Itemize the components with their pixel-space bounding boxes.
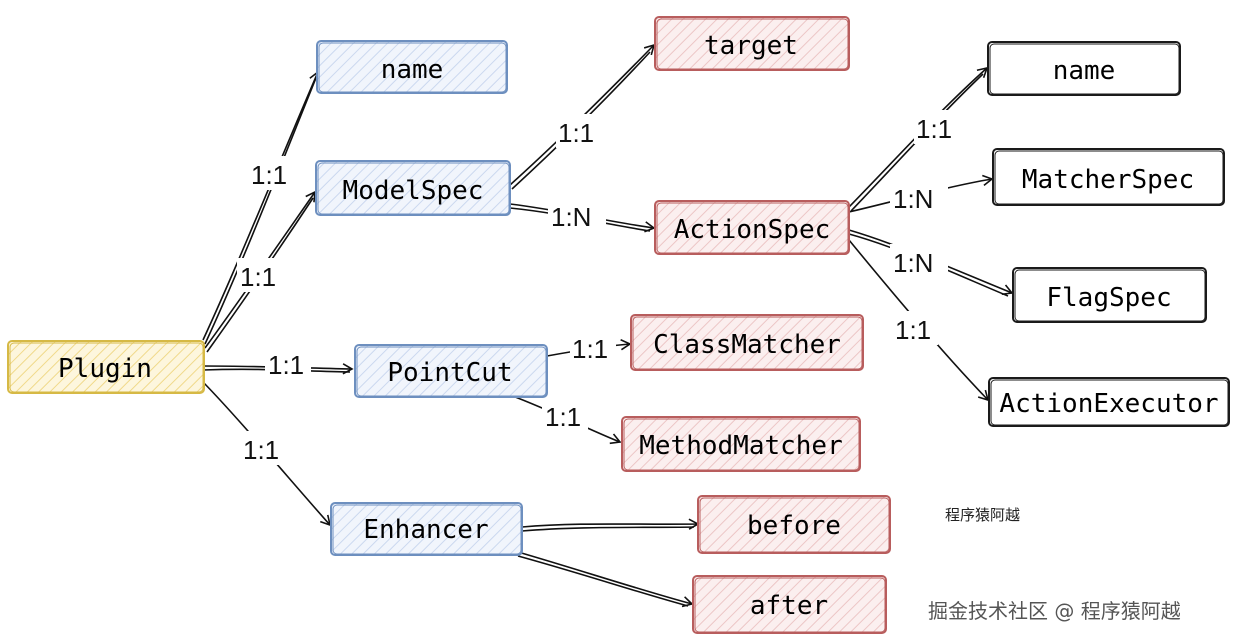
author-caption: 程序猿阿越 (945, 506, 1020, 524)
node-classmatcher: ClassMatcher (630, 314, 864, 371)
label-pointcut-methodmatcher: 1:1 (545, 402, 581, 432)
node-after: after (692, 575, 887, 634)
node-matcherspec-label: MatcherSpec (1022, 165, 1194, 195)
node-target: target (654, 16, 850, 71)
node-name-top: name (316, 40, 508, 94)
label-modelspec-actionspec: 1:N (551, 202, 591, 232)
node-after-label: after (750, 591, 828, 621)
nodes: Plugin name ModelSpec PointCut Enhancer (7, 16, 1230, 634)
node-plugin: Plugin (7, 340, 205, 394)
edge-enhancer-before-sketch (521, 526, 695, 532)
label-actionspec-matcherspec: 1:N (893, 184, 933, 214)
node-name-right-label: name (1053, 56, 1116, 86)
edge-enhancer-before (521, 518, 700, 530)
watermark: 掘金技术社区 @ 程序猿阿越 (928, 599, 1181, 623)
node-modelspec: ModelSpec (315, 160, 511, 216)
edge-plugin-name (202, 70, 320, 341)
node-actionspec: ActionSpec (654, 200, 850, 255)
label-modelspec-target: 1:1 (558, 118, 594, 148)
node-enhancer-label: Enhancer (363, 515, 488, 545)
node-plugin-label: Plugin (58, 354, 152, 384)
node-target-label: target (704, 31, 798, 61)
node-pointcut: PointCut (354, 344, 548, 398)
label-plugin-enhancer: 1:1 (243, 435, 279, 465)
label-plugin-modelspec: 1:1 (240, 262, 276, 292)
label-actionspec-name: 1:1 (916, 114, 952, 144)
node-actionspec-label: ActionSpec (674, 215, 831, 245)
node-methodmatcher: MethodMatcher (621, 416, 861, 472)
node-flagspec: FlagSpec (1012, 267, 1207, 323)
edge-enhancer-after-sketch (517, 555, 689, 607)
edge-enhancer-after (517, 551, 694, 608)
node-actionexecutor-label: ActionExecutor (999, 389, 1218, 419)
node-name-right: name (987, 41, 1181, 96)
node-modelspec-label: ModelSpec (343, 176, 484, 206)
node-matcherspec: MatcherSpec (992, 148, 1225, 206)
node-classmatcher-label: ClassMatcher (653, 330, 841, 360)
label-actionspec-actionexecutor: 1:1 (895, 315, 931, 345)
node-flagspec-label: FlagSpec (1046, 283, 1171, 313)
label-pointcut-classmatcher: 1:1 (572, 334, 608, 364)
node-actionexecutor: ActionExecutor (988, 377, 1230, 427)
node-enhancer: Enhancer (330, 502, 523, 556)
edge-plugin-name-sketch (204, 77, 317, 345)
label-plugin-pointcut: 1:1 (268, 350, 304, 380)
node-before-label: before (747, 511, 841, 541)
node-name-top-label: name (381, 55, 444, 85)
node-before: before (697, 495, 891, 554)
edge-labels: 1:1 1:1 1:1 1:1 1:1 1:N 1:1 1:1 1:1 1:N … (237, 110, 960, 465)
node-pointcut-label: PointCut (387, 358, 512, 388)
label-actionspec-flagspec: 1:N (893, 248, 933, 278)
node-methodmatcher-label: MethodMatcher (639, 431, 843, 461)
label-plugin-name: 1:1 (251, 160, 287, 190)
